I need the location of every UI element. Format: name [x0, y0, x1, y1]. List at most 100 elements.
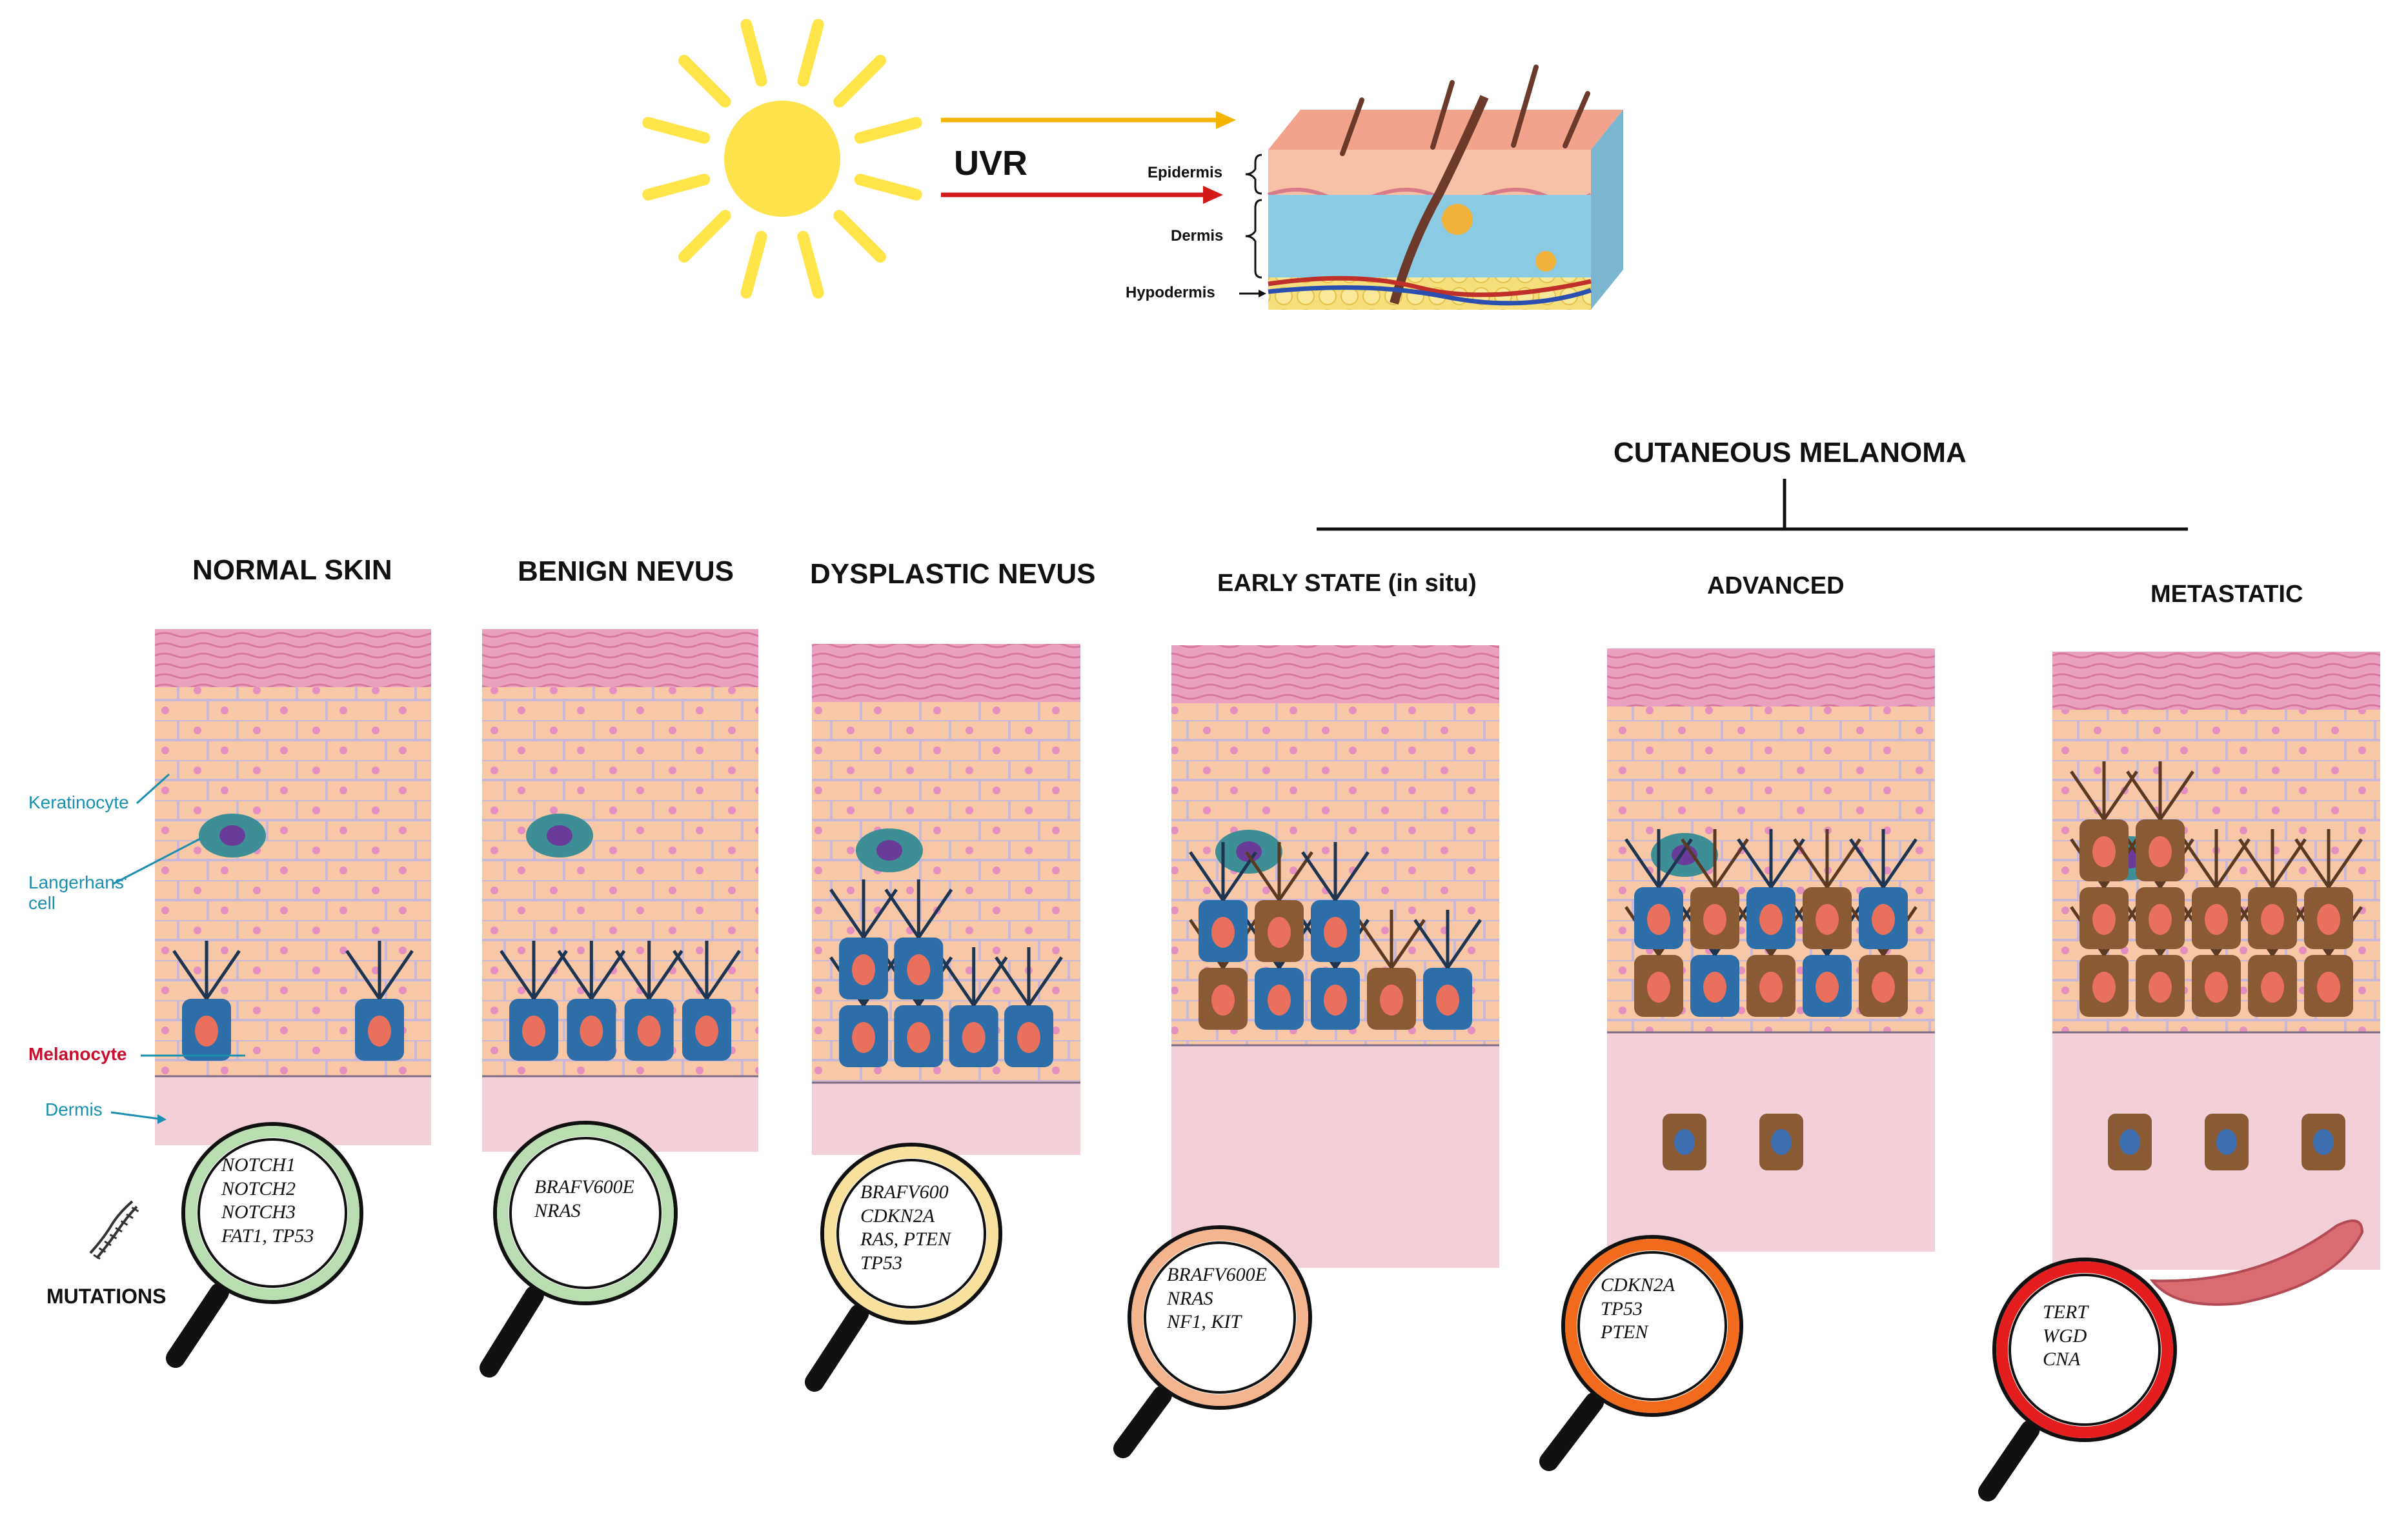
stage-title-benign-nevus: BENIGN NEVUS — [518, 556, 734, 587]
keratinocyte-pointer — [136, 773, 170, 805]
magnifier-lens-inner — [1577, 1251, 1727, 1401]
dendrite — [1681, 838, 1717, 888]
hair-strand — [1340, 97, 1364, 156]
uvr-label: UVR — [954, 144, 1028, 183]
block-epidermis-face — [1268, 150, 1591, 195]
melanocyte-nucleus — [1816, 904, 1839, 935]
magnifier-2 — [805, 1143, 1002, 1392]
dermis-label: Dermis — [45, 1099, 103, 1119]
stage-title-dysplastic-nevus: DYSPLASTIC NEVUS — [810, 558, 1096, 590]
dendrite — [1624, 838, 1661, 888]
dendrite — [995, 956, 1031, 1007]
magnifier-group — [166, 1121, 2177, 1501]
melanocyte-nucleus — [2205, 972, 2228, 1003]
invading-nucleus — [1771, 1129, 1792, 1155]
melanoma-bracket — [1317, 479, 2188, 531]
sun-disc — [724, 101, 840, 217]
melanocyte-nucleus — [1017, 1022, 1040, 1053]
magnifier-ring — [1565, 1239, 1739, 1413]
tissue-panel-4 — [1607, 648, 1935, 1252]
dendrite — [1027, 956, 1063, 1007]
melanocyte-nucleus — [368, 1016, 391, 1047]
dendrite — [1301, 851, 1337, 901]
magnifier-lens-inner — [197, 1138, 347, 1288]
hair-follicle — [1390, 95, 1489, 305]
magnifier-ring — [1996, 1261, 2173, 1438]
hypodermis-label: Hypodermis — [1126, 284, 1215, 301]
epidermis-label: Epidermis — [1148, 164, 1223, 181]
melanocyte-nucleus — [1211, 985, 1235, 1016]
stratum-corneum — [155, 629, 431, 687]
dermis-pointer-head — [157, 1114, 167, 1124]
magnifier-0 — [166, 1122, 363, 1368]
melanocyte-nucleus — [1872, 972, 1895, 1003]
stage-title-metastatic: METASTATIC — [2150, 581, 2303, 608]
melanocyte-nucleus — [2092, 904, 2116, 935]
block-dermal-junction — [1267, 188, 1592, 202]
stratum-corneum — [812, 644, 1080, 702]
sun-ray — [854, 174, 922, 201]
melanocyte-nucleus — [195, 1016, 218, 1047]
hair-strand — [1563, 91, 1590, 148]
stage-title-early-state: EARLY STATE (in situ) — [1217, 570, 1477, 597]
magnifier-lens-inner — [836, 1159, 986, 1308]
magnifier-ring — [1131, 1229, 1308, 1406]
sun-ray — [833, 210, 887, 263]
dermis-layer-label: Dermis — [1171, 227, 1224, 245]
dendrite — [705, 950, 741, 1000]
melanocyte-nucleus — [2149, 904, 2172, 935]
block-side-face — [1591, 110, 1623, 310]
magnifier-lens-inner — [509, 1137, 662, 1289]
dendrite — [1189, 851, 1225, 901]
melanocyte-nucleus — [1647, 904, 1670, 935]
melanocyte-nucleus — [1647, 972, 1670, 1003]
mutations-label: MUTATIONS — [46, 1285, 167, 1308]
dna-rung — [93, 1254, 101, 1260]
melanocyte-nucleus — [962, 1022, 986, 1053]
magnifier-ring — [497, 1125, 674, 1301]
dermis-bracket — [1245, 199, 1262, 279]
magnifier-4 — [1539, 1235, 1743, 1471]
dendrite — [1245, 851, 1281, 901]
dendrite — [378, 950, 414, 1000]
melanocyte-nucleus — [2261, 904, 2284, 935]
sun-ray — [678, 54, 731, 108]
melanocyte-nucleus — [2092, 836, 2116, 867]
melanocyte-nucleus — [1268, 917, 1291, 948]
blood-vessel-red — [1268, 276, 1592, 297]
dna-rung — [98, 1247, 106, 1253]
sun-ray — [642, 174, 711, 201]
magnifier-handle — [166, 1283, 229, 1368]
stratum-corneum — [2052, 652, 2380, 710]
melanocyte-nucleus — [2149, 836, 2172, 867]
dendrite — [1413, 919, 1450, 969]
dna-rung — [120, 1220, 128, 1226]
tissue-panels — [155, 629, 2380, 1306]
dendrite — [205, 950, 241, 1000]
keratinocyte-label: Keratinocyte — [28, 792, 129, 812]
melanocyte-nucleus — [2317, 904, 2340, 935]
melanocyte-nucleus — [1816, 972, 1839, 1003]
dendrite — [590, 950, 626, 1000]
melanocyte-label: Melanocyte — [28, 1044, 127, 1064]
dermis-pointer — [110, 1111, 159, 1120]
dna-rung — [109, 1234, 117, 1239]
magnifier-ring — [185, 1126, 359, 1300]
stage-title-advanced: ADVANCED — [1707, 572, 1845, 599]
sun-ray — [833, 54, 887, 108]
melanocyte-nucleus — [2317, 972, 2340, 1003]
dendrite — [2294, 838, 2331, 888]
langerhans-nucleus — [547, 825, 572, 846]
sweat-gland — [1535, 251, 1556, 272]
stage-title-normal-skin: NORMAL SKIN — [192, 554, 392, 586]
dendrite — [1793, 838, 1829, 888]
dna-rung — [115, 1227, 123, 1233]
dendrite — [614, 950, 651, 1000]
invading-nucleus — [2313, 1129, 2334, 1155]
